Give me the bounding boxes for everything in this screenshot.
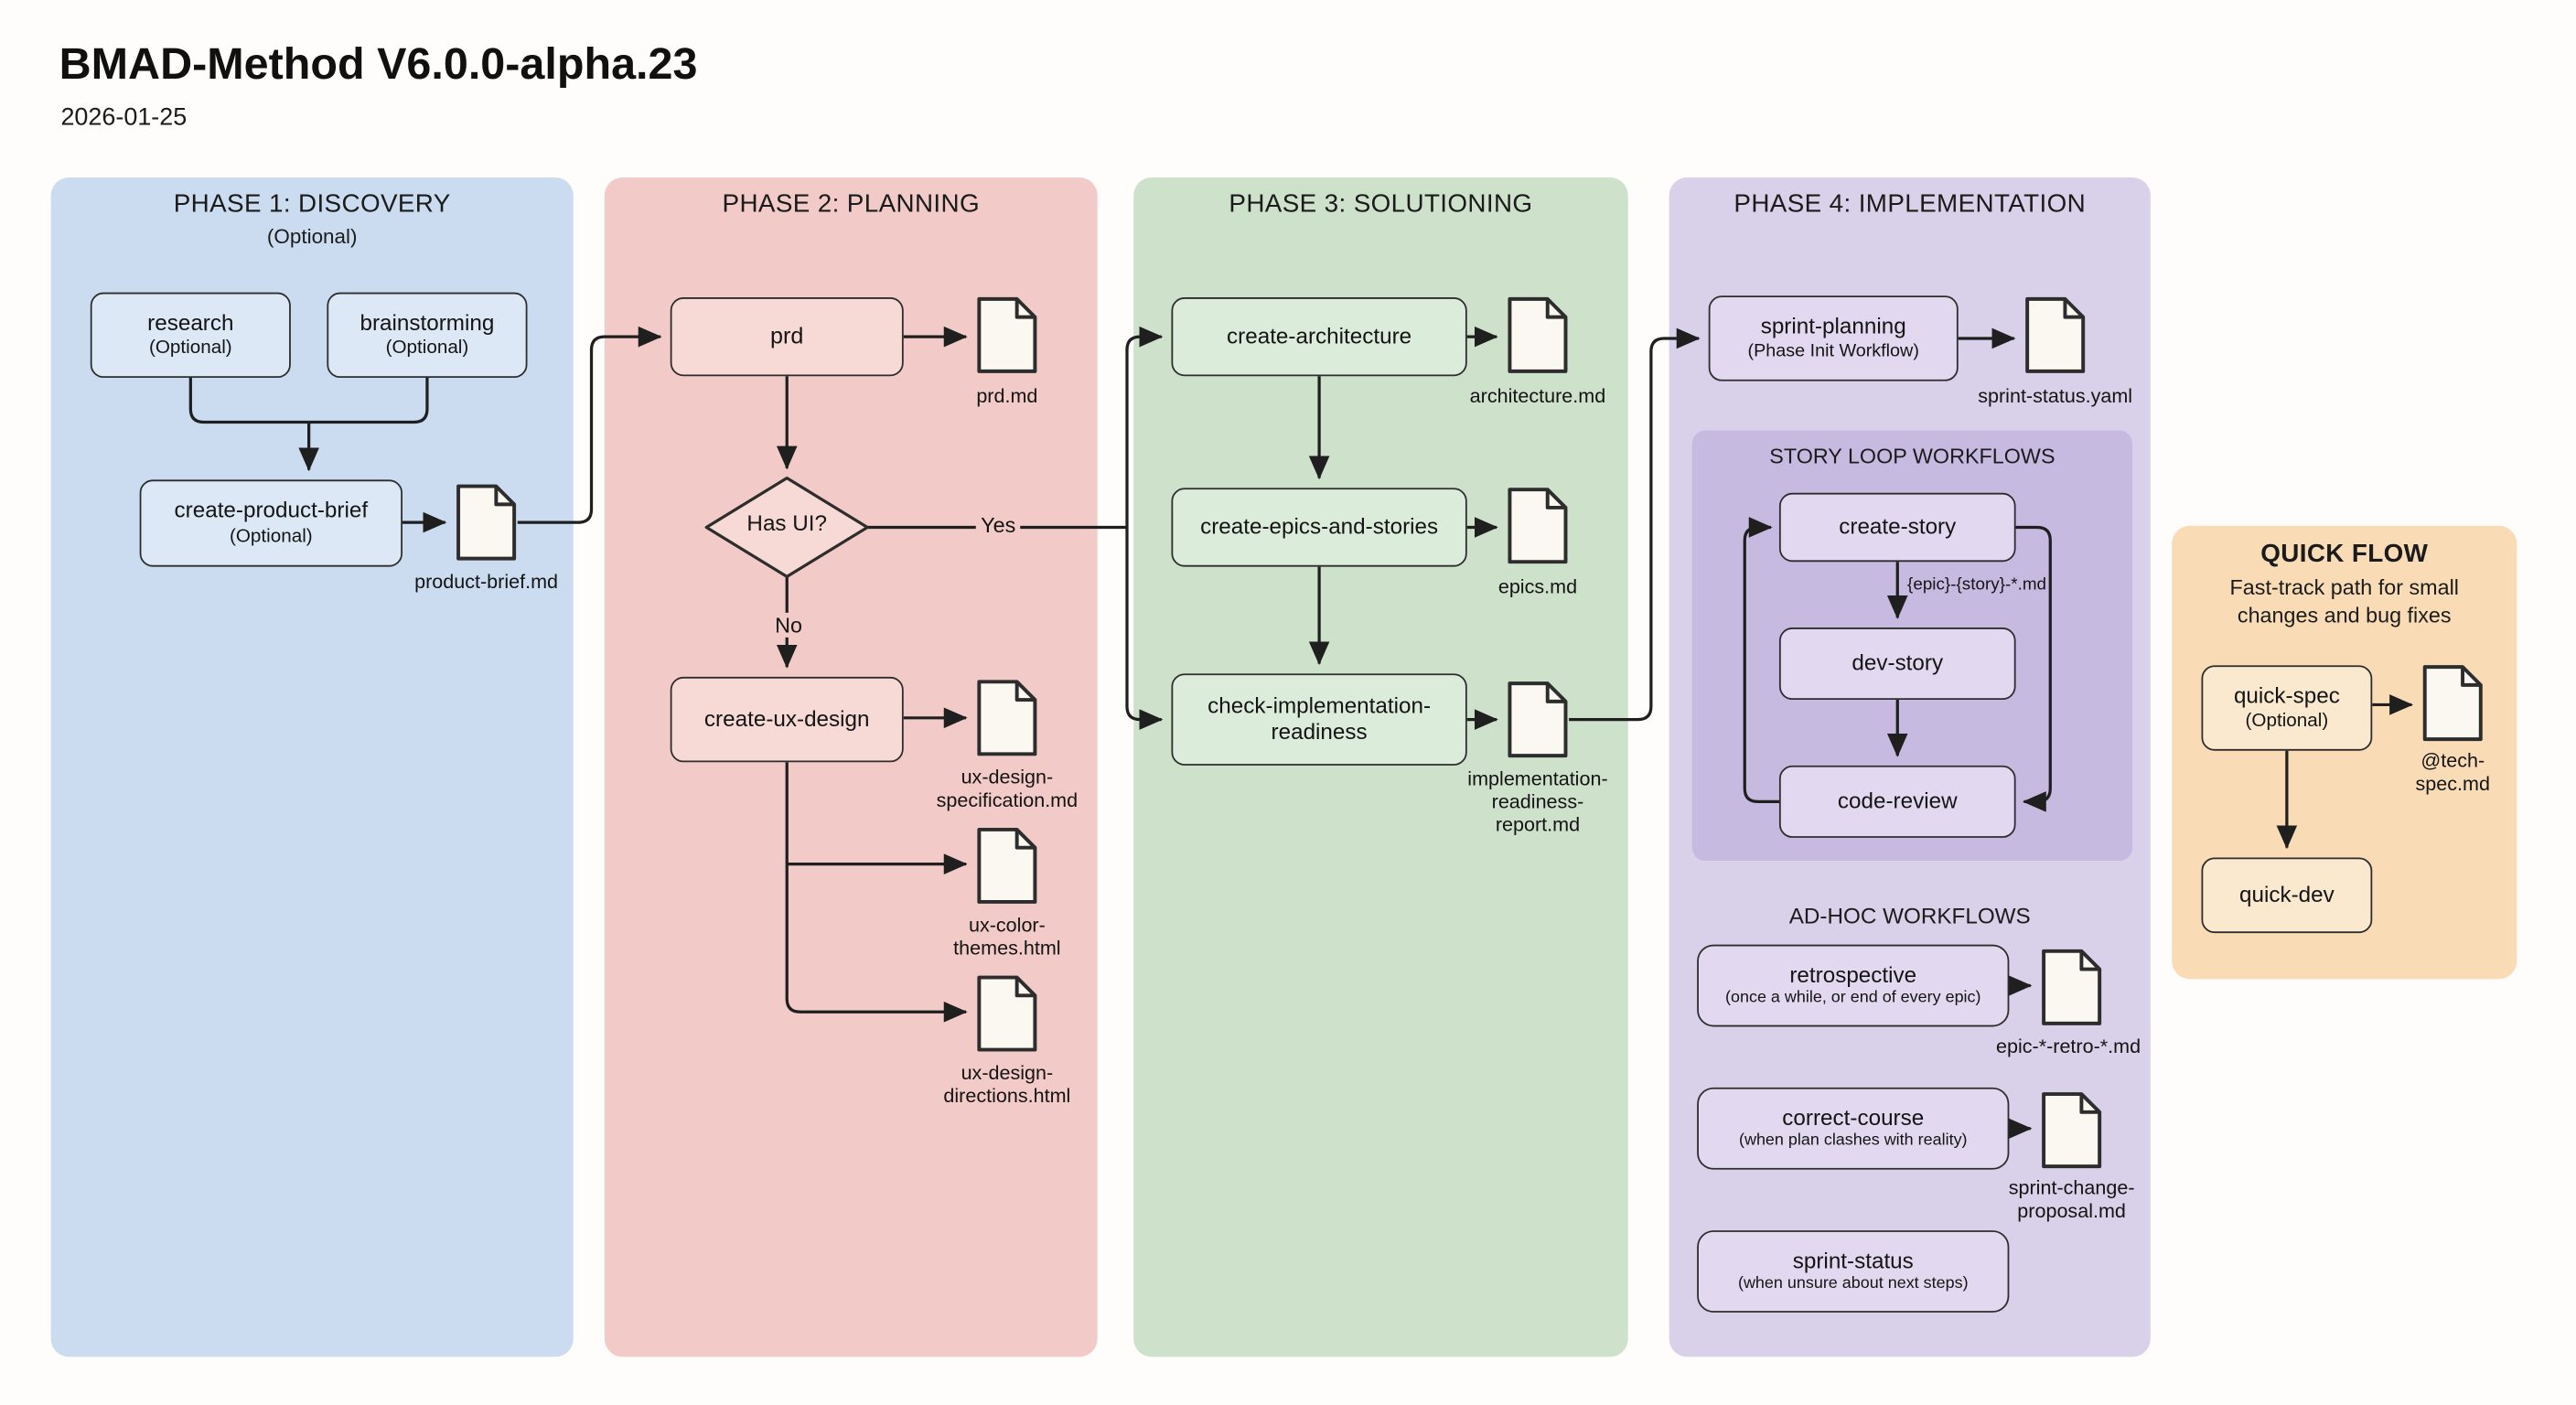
node-dev-story: dev-story <box>1778 627 2016 701</box>
node-sprint-planning: sprint-planning (Phase Init Workflow) <box>1708 295 1959 381</box>
prd-doc-label: prd.md <box>976 384 1038 408</box>
node-brainstorming: brainstorming (Optional) <box>327 292 528 379</box>
correct-course-doc-icon <box>2042 1092 2102 1169</box>
correct-course-doc-label: sprint-change-proposal.md <box>2008 1175 2135 1223</box>
story-loop-title: STORY LOOP WORKFLOWS <box>1769 443 2055 468</box>
node-create-architecture: create-architecture <box>1171 297 1467 377</box>
node-create-ux-design: create-ux-design <box>670 676 904 763</box>
sprint-status-doc-icon <box>2025 296 2086 373</box>
ux-directions-doc-icon <box>977 975 1037 1052</box>
phase4-title: PHASE 4: IMPLEMENTATION <box>1733 190 2087 219</box>
prd-doc-icon <box>977 296 1037 373</box>
node-create-story: create-story <box>1778 492 2016 563</box>
phase2-title: PHASE 2: PLANNING <box>722 190 981 219</box>
epics-doc-label: epics.md <box>1497 574 1578 598</box>
epics-doc-icon <box>1508 488 1568 564</box>
product-brief-doc-label: product-brief.md <box>414 570 559 594</box>
tech-spec-doc-icon <box>2422 665 2483 742</box>
ux-spec-doc-icon <box>977 680 1037 756</box>
no-edge-label: No <box>768 612 809 638</box>
retro-doc-icon <box>2042 949 2102 1025</box>
node-code-review: code-review <box>1778 765 2016 838</box>
ux-color-doc-icon <box>977 827 1037 904</box>
product-brief-doc-icon <box>456 484 517 561</box>
retro-doc-label: epic-*-retro-*.md <box>1995 1035 2141 1058</box>
tech-spec-doc-label: @tech-spec.md <box>2415 748 2490 796</box>
phase1-subtitle: (Optional) <box>266 225 358 249</box>
ux-spec-doc-label: ux-design-specification.md <box>936 765 1079 812</box>
adhoc-title: AD-HOC WORKFLOWS <box>1788 903 2031 928</box>
node-prd: prd <box>670 297 904 377</box>
ux-directions-doc-label: ux-design-directions.html <box>943 1061 1071 1108</box>
phase3-title: PHASE 3: SOLUTIONING <box>1229 190 1533 219</box>
sprint-status-doc-label: sprint-status.yaml <box>1978 384 2133 408</box>
impl-readiness-doc-label: implementation-readiness-report.md <box>1467 767 1608 837</box>
diagram-date: 2026-01-25 <box>60 103 188 132</box>
yes-edge-label: Yes <box>975 512 1021 538</box>
node-retrospective: retrospective (once a while, or end of e… <box>1697 944 2010 1027</box>
has-ui-label: Has UI? <box>746 510 828 536</box>
architecture-doc-label: architecture.md <box>1469 384 1606 408</box>
node-create-epics-and-stories: create-epics-and-stories <box>1171 488 1467 567</box>
quick-flow-title: QUICK FLOW <box>2260 540 2429 569</box>
node-correct-course: correct-course (when plan clashes with r… <box>1697 1087 2010 1170</box>
quick-flow-subtitle: Fast-track path for small changes and bu… <box>2229 574 2459 627</box>
ux-color-doc-label: ux-color-themes.html <box>953 913 1061 960</box>
node-create-product-brief: create-product-brief (Optional) <box>139 479 402 567</box>
node-sprint-status: sprint-status (when unsure about next st… <box>1697 1230 2010 1313</box>
epic-story-edge-label: {epic}-{story}-*.md <box>1907 574 2047 595</box>
phase1-title: PHASE 1: DISCOVERY <box>173 190 451 219</box>
node-check-implementation-readiness: check-implementation-readiness <box>1171 673 1467 766</box>
node-quick-spec: quick-spec (Optional) <box>2201 665 2373 751</box>
node-research: research (Optional) <box>90 292 291 379</box>
impl-readiness-doc-icon <box>1508 681 1568 758</box>
node-quick-dev: quick-dev <box>2201 857 2373 934</box>
page-title: BMAD-Method V6.0.0-alpha.23 <box>59 39 698 89</box>
architecture-doc-icon <box>1508 296 1568 373</box>
